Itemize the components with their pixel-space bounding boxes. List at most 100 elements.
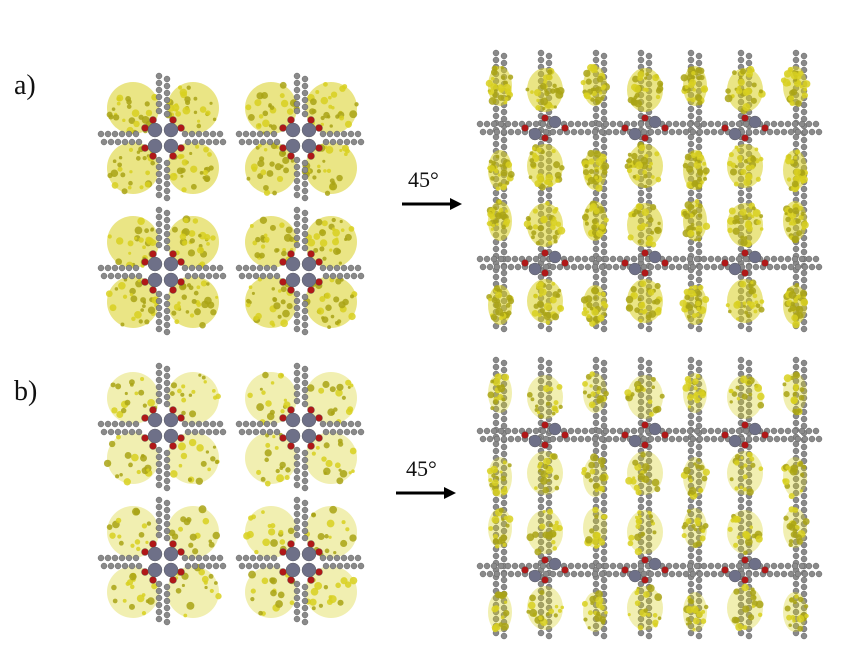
carbon-atom xyxy=(107,138,115,146)
oxygen-atom xyxy=(149,250,157,258)
carbon-atom xyxy=(600,499,608,507)
carbon-atom xyxy=(805,562,813,570)
carbon-atom xyxy=(100,562,108,570)
electron-density-cloud xyxy=(527,375,563,419)
oxygen-atom xyxy=(287,116,295,124)
carbon-atom xyxy=(745,478,753,486)
carbon-atom xyxy=(545,415,553,423)
carbon-atom xyxy=(800,492,808,500)
carbon-atom xyxy=(301,237,309,245)
carbon-atom xyxy=(707,427,715,435)
electron-density-cloud xyxy=(245,276,297,328)
carbon-atom xyxy=(125,554,133,562)
carbon-atom xyxy=(97,420,105,428)
carbon-atom xyxy=(238,138,246,146)
carbon-atom xyxy=(600,443,608,451)
carbon-atom xyxy=(792,356,800,364)
oxygen-atom xyxy=(641,576,649,584)
carbon-atom xyxy=(336,428,344,436)
carbon-atom xyxy=(497,120,505,128)
carbon-atom xyxy=(111,554,119,562)
carbon-atom xyxy=(707,562,715,570)
carbon-atom xyxy=(567,562,575,570)
carbon-atom xyxy=(556,263,564,271)
oxygen-atom xyxy=(141,548,149,556)
carbon-atom xyxy=(507,435,515,443)
carbon-atom xyxy=(492,496,500,504)
carbon-atom xyxy=(537,489,545,497)
carbon-atom xyxy=(679,120,687,128)
carbon-atom xyxy=(668,263,676,271)
carbon-atom xyxy=(155,79,163,87)
carbon-atom xyxy=(163,618,171,626)
carbon-atom xyxy=(293,191,301,199)
carbon-atom xyxy=(777,427,785,435)
electron-density-cloud xyxy=(106,506,160,558)
carbon-atom xyxy=(600,136,608,144)
carbon-atom xyxy=(301,230,309,238)
carbon-atom xyxy=(672,427,680,435)
carbon-atom xyxy=(500,422,508,430)
carbon-atom xyxy=(537,391,545,399)
carbon-atom xyxy=(592,622,600,630)
carbon-atom xyxy=(600,199,608,207)
carbon-atom xyxy=(511,255,519,263)
carbon-atom xyxy=(266,272,274,280)
metal-atom xyxy=(163,256,179,272)
oxygen-atom xyxy=(641,556,649,564)
carbon-atom xyxy=(293,156,301,164)
carbon-atom xyxy=(329,138,337,146)
carbon-atom xyxy=(155,304,163,312)
carbon-atom xyxy=(545,625,553,633)
metal-atom xyxy=(748,422,762,436)
carbon-atom xyxy=(326,554,334,562)
carbon-atom xyxy=(212,428,220,436)
electron-density-cloud xyxy=(783,506,810,548)
carbon-atom xyxy=(773,128,781,136)
carbon-atom xyxy=(745,263,753,271)
electron-density-cloud xyxy=(527,279,565,325)
carbon-atom xyxy=(695,359,703,367)
carbon-atom xyxy=(181,420,189,428)
electron-density-cloud xyxy=(243,506,297,558)
carbon-atom xyxy=(745,570,753,578)
oxygen-atom xyxy=(741,114,749,122)
carbon-atom xyxy=(637,594,645,602)
carbon-atom xyxy=(212,138,220,146)
panel-a-top-view xyxy=(97,72,365,336)
carbon-atom xyxy=(163,321,171,329)
carbon-atom xyxy=(155,100,163,108)
carbon-atom xyxy=(163,209,171,217)
carbon-atom xyxy=(486,263,494,271)
carbon-atom xyxy=(181,130,189,138)
carbon-atom xyxy=(329,562,337,570)
carbon-atom xyxy=(293,608,301,616)
metal-atom xyxy=(748,557,762,571)
carbon-atom xyxy=(654,435,662,443)
carbon-atom xyxy=(584,263,592,271)
carbon-atom xyxy=(266,428,274,436)
carbon-atom xyxy=(591,435,599,443)
metal-atom xyxy=(147,428,163,444)
carbon-atom xyxy=(293,170,301,178)
carbon-atom xyxy=(637,629,645,637)
electron-density-cloud xyxy=(166,142,219,194)
carbon-atom xyxy=(686,562,694,570)
metal-atom xyxy=(301,256,317,272)
carbon-atom xyxy=(600,520,608,528)
carbon-atom xyxy=(600,59,608,67)
oxygen-atom xyxy=(177,414,185,422)
oxygen-atom xyxy=(721,259,729,267)
carbon-atom xyxy=(293,474,301,482)
carbon-atom xyxy=(556,435,564,443)
carbon-atom xyxy=(504,427,512,435)
carbon-atom xyxy=(155,297,163,305)
carbon-atom xyxy=(737,356,745,364)
carbon-atom xyxy=(728,562,736,570)
carbon-atom xyxy=(654,128,662,136)
carbon-atom xyxy=(293,460,301,468)
carbon-atom xyxy=(695,269,703,277)
oxygen-atom xyxy=(741,421,749,429)
carbon-atom xyxy=(742,120,750,128)
carbon-atom xyxy=(791,427,799,435)
